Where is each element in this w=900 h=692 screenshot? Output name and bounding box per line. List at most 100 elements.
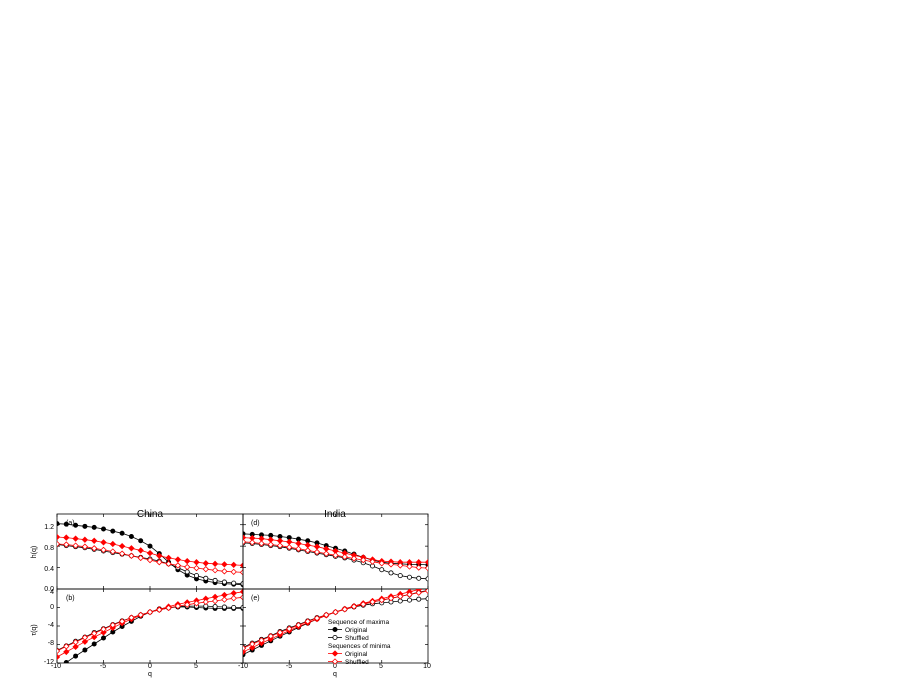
data-point <box>119 530 125 536</box>
panel-label-a: (a) <box>66 520 75 527</box>
y-tick-label: -12 <box>44 659 54 666</box>
data-point <box>332 635 338 641</box>
series <box>57 540 243 576</box>
data-point <box>378 560 385 567</box>
data-point <box>397 562 404 569</box>
data-point <box>118 618 126 625</box>
data-point <box>249 644 256 651</box>
data-point <box>425 596 428 602</box>
x-tick-label: 10 <box>423 663 431 670</box>
legend-label: Original <box>345 651 368 658</box>
data-point <box>230 561 237 569</box>
data-point <box>379 567 385 573</box>
data-point <box>239 589 243 595</box>
data-point <box>100 626 107 633</box>
data-point <box>415 564 422 571</box>
data-point <box>63 521 69 527</box>
legend-symbol <box>328 627 342 633</box>
data-point <box>91 545 98 552</box>
data-point <box>243 538 247 546</box>
legend-label: Original <box>345 627 368 634</box>
y-tick-label: 0.0 <box>44 586 54 593</box>
data-point <box>332 552 339 559</box>
y-tick-label: -4 <box>48 622 54 629</box>
data-point <box>128 552 135 559</box>
data-point <box>295 540 302 547</box>
data-point <box>323 550 330 557</box>
data-point <box>57 653 61 661</box>
data-point <box>406 591 413 598</box>
data-point <box>72 535 79 542</box>
data-point <box>425 576 428 582</box>
x-tick-label: -10 <box>238 663 248 670</box>
legend-symbol <box>328 635 342 641</box>
data-point <box>212 577 218 583</box>
series <box>243 538 428 572</box>
data-point <box>146 556 154 564</box>
data-point <box>118 550 126 557</box>
data-point <box>313 614 321 622</box>
x-tick-label: 0 <box>333 663 337 670</box>
legend-symbol <box>328 650 342 657</box>
data-point <box>174 562 182 569</box>
data-point <box>57 533 61 541</box>
data-point <box>156 606 163 613</box>
data-point <box>63 660 69 663</box>
data-point <box>147 543 153 549</box>
data-point <box>73 653 79 659</box>
data-point <box>323 611 330 619</box>
data-point <box>137 554 144 562</box>
panel-b-china-tau <box>56 588 244 664</box>
data-point <box>221 604 227 610</box>
legend-header-minima: Sequences of minima <box>328 643 391 650</box>
data-point <box>57 647 61 655</box>
data-point <box>91 524 97 530</box>
data-point <box>202 560 209 567</box>
data-point <box>243 531 246 537</box>
data-point <box>193 600 200 607</box>
data-point <box>174 602 182 610</box>
plot-area <box>57 521 243 588</box>
data-point <box>203 575 209 581</box>
data-point <box>286 544 293 551</box>
data-point <box>221 596 228 603</box>
data-point <box>193 573 199 579</box>
data-point <box>184 601 191 608</box>
data-point <box>174 556 182 563</box>
data-point <box>360 601 367 608</box>
data-point <box>211 560 219 567</box>
data-point <box>249 539 256 546</box>
data-point <box>73 522 79 528</box>
data-point <box>72 643 79 650</box>
data-point <box>165 604 172 612</box>
data-point <box>72 639 79 646</box>
data-point <box>146 608 154 616</box>
data-point <box>100 546 107 554</box>
data-point <box>304 541 311 549</box>
data-point <box>332 608 339 616</box>
data-point <box>230 595 237 602</box>
panel-label-e: (e) <box>251 595 260 602</box>
data-point <box>137 547 144 554</box>
data-point <box>239 562 243 569</box>
data-point <box>424 559 428 566</box>
data-point <box>202 598 209 606</box>
data-point <box>81 634 89 641</box>
data-point <box>295 621 302 629</box>
data-point <box>369 558 376 565</box>
data-point <box>350 603 358 610</box>
data-point <box>360 556 367 564</box>
data-point <box>387 561 395 568</box>
data-point <box>415 589 422 596</box>
data-point <box>100 629 107 636</box>
data-point <box>57 540 61 548</box>
data-point <box>267 633 274 640</box>
data-point <box>239 594 243 601</box>
data-point <box>230 568 237 576</box>
data-point <box>91 633 98 641</box>
y-tick-label: -8 <box>48 640 54 647</box>
data-point <box>378 596 385 604</box>
series <box>243 589 428 652</box>
data-point <box>184 557 191 565</box>
